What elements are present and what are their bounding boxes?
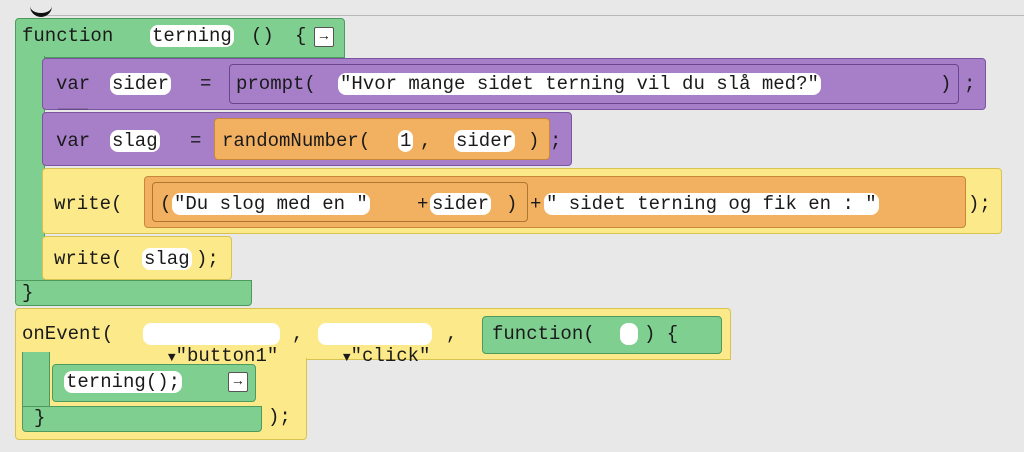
function-open-brace: { bbox=[295, 25, 307, 47]
equals-sign: = bbox=[200, 73, 212, 95]
random-number-func: randomNumber( bbox=[222, 130, 371, 152]
callback-function-block[interactable] bbox=[482, 316, 722, 354]
collapse-toggle-icon[interactable]: → bbox=[228, 372, 248, 392]
prompt-string-field[interactable]: "Hvor mange sidet terning vil du slå med… bbox=[338, 73, 821, 95]
function-params: () bbox=[251, 25, 274, 47]
var-ref-sider[interactable]: sider bbox=[430, 193, 492, 215]
write-func: write( bbox=[54, 248, 123, 270]
callback-close: ) { bbox=[644, 323, 679, 345]
plus-operator: + bbox=[417, 193, 429, 215]
workspace-divider bbox=[42, 15, 1024, 16]
callback-param-field[interactable] bbox=[620, 323, 638, 345]
write-slag-block[interactable] bbox=[42, 236, 232, 280]
arg-comma: , bbox=[446, 323, 458, 345]
random-close: ) bbox=[528, 130, 540, 152]
inner-open-paren: ( bbox=[160, 193, 172, 215]
equals-sign: = bbox=[190, 130, 202, 152]
callback-keyword: function( bbox=[492, 323, 595, 345]
prompt-func: prompt( bbox=[236, 73, 316, 95]
dropdown-arrow-icon: ▼ bbox=[342, 350, 351, 365]
function-block-footer bbox=[15, 280, 252, 306]
random-min-field[interactable]: 1 bbox=[398, 130, 414, 152]
var-keyword: var bbox=[56, 130, 91, 152]
var-name-field-sider[interactable]: sider bbox=[110, 73, 172, 95]
function-keyword: function bbox=[22, 25, 114, 47]
plus-operator: + bbox=[530, 193, 542, 215]
dropdown-arrow-icon: ▼ bbox=[167, 350, 176, 365]
arg-comma: , bbox=[420, 130, 432, 152]
prompt-close: ) bbox=[940, 73, 952, 95]
on-event-func: onEvent( bbox=[22, 323, 114, 345]
event-type-dropdown[interactable]: ▼"click" bbox=[318, 323, 433, 367]
function-block-spine bbox=[15, 56, 45, 282]
string-field-du-slog[interactable]: "Du slog med en " bbox=[172, 193, 370, 215]
collapse-toggle-icon[interactable]: → bbox=[314, 27, 334, 47]
cursor-shape bbox=[30, 4, 52, 17]
write-close: ); bbox=[196, 248, 219, 270]
function-close-brace: } bbox=[22, 282, 34, 304]
function-name-field[interactable]: terning bbox=[150, 25, 234, 47]
arg-comma: , bbox=[292, 323, 304, 345]
write-func: write( bbox=[54, 193, 123, 215]
block-connector bbox=[58, 108, 88, 110]
element-id-dropdown[interactable]: ▼"button1" bbox=[143, 323, 281, 367]
write-close: ); bbox=[968, 193, 991, 215]
var-name-field-slag[interactable]: slag bbox=[110, 130, 160, 152]
inner-close-paren: ) bbox=[506, 193, 518, 215]
callback-body bbox=[22, 352, 50, 408]
random-max-field[interactable]: sider bbox=[454, 130, 516, 152]
semicolon: ; bbox=[550, 130, 562, 152]
callback-close-brace: } bbox=[34, 407, 46, 429]
string-field-sidet-terning[interactable]: " sidet terning og fik en : " bbox=[544, 193, 879, 215]
call-name-terning[interactable]: terning(); bbox=[64, 371, 183, 393]
callback-footer bbox=[22, 406, 262, 432]
semicolon: ; bbox=[964, 73, 976, 95]
var-keyword: var bbox=[56, 73, 91, 95]
prompt-call-block[interactable] bbox=[229, 64, 959, 104]
var-ref-slag[interactable]: slag bbox=[142, 248, 192, 270]
on-event-close: ); bbox=[268, 406, 291, 428]
